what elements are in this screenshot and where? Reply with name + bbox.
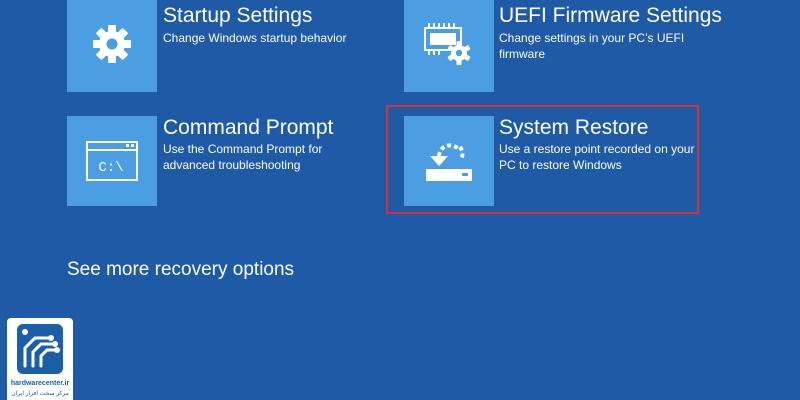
- watermark-logo: hardwarecenter.ir مرکز سخت افزار ایران: [7, 318, 73, 400]
- command-prompt-description: Use the Command Prompt for advanced trou…: [163, 142, 323, 172]
- uefi-firmware-settings-tile[interactable]: [404, 0, 494, 92]
- watermark-url: hardwarecenter.ir: [10, 380, 70, 387]
- command-prompt-icon: C:\: [86, 141, 138, 181]
- command-prompt-icon-text: C:\: [98, 160, 123, 176]
- uefi-firmware-settings-title[interactable]: UEFI Firmware Settings: [499, 4, 722, 27]
- restore-drive-icon: [426, 143, 472, 181]
- system-restore-title[interactable]: System Restore: [499, 116, 649, 139]
- see-more-recovery-options-link[interactable]: See more recovery options: [67, 259, 295, 280]
- system-restore-highlight: [386, 105, 699, 214]
- gear-icon: [93, 24, 131, 63]
- circuit-logo-icon: [17, 324, 63, 374]
- command-prompt-title[interactable]: Command Prompt: [163, 116, 334, 139]
- system-restore-description: Use a restore point recorded on your PC …: [499, 142, 695, 172]
- uefi-firmware-settings-description: Change settings in your PC’s UEFI firmwa…: [499, 31, 685, 61]
- command-prompt-tile[interactable]: C:\: [67, 116, 157, 206]
- watermark-subtitle: مرکز سخت افزار ایران: [11, 391, 69, 397]
- startup-settings-tile[interactable]: [67, 0, 157, 92]
- startup-settings-description: Change Windows startup behavior: [163, 31, 347, 45]
- system-restore-tile[interactable]: [404, 116, 494, 206]
- chip-gear-icon: [424, 22, 471, 65]
- startup-settings-title[interactable]: Startup Settings: [163, 4, 313, 27]
